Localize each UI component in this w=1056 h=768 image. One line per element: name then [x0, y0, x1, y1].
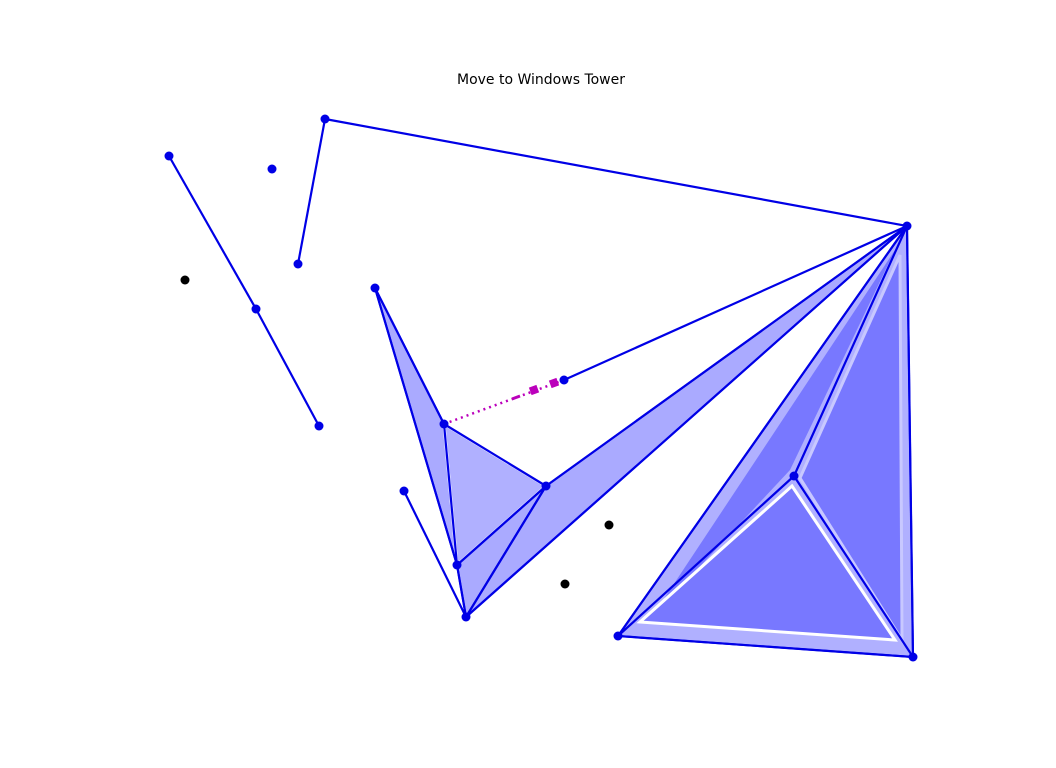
edge [168, 155, 257, 310]
edge [793, 475, 914, 658]
edges [168, 117, 915, 659]
tower-node-n14[interactable] [902, 221, 912, 231]
tower-node-n2[interactable] [267, 164, 277, 174]
tower-node-n12[interactable] [452, 560, 462, 570]
tower-node-n4[interactable] [293, 259, 303, 269]
move-arrow-segment [511, 394, 521, 401]
tower-node-n15[interactable] [789, 471, 799, 481]
edge [374, 287, 445, 425]
territory-fills [374, 222, 915, 659]
move-marker [528, 384, 540, 396]
tower-node-n11[interactable] [399, 486, 409, 496]
free-point-p1 [180, 275, 190, 285]
tower-node-n7[interactable] [370, 283, 380, 293]
tower-node-n9[interactable] [559, 375, 569, 385]
tower-node-n13[interactable] [461, 612, 471, 622]
move-marker [548, 377, 560, 389]
edge [905, 225, 915, 658]
nodes[interactable] [164, 114, 918, 662]
tower-node-n6[interactable] [314, 421, 324, 431]
tower-node-n16[interactable] [613, 631, 623, 641]
edge [442, 423, 459, 566]
territory-big-inner-right [798, 254, 904, 646]
tower-node-n17[interactable] [908, 652, 918, 662]
edge [373, 287, 459, 566]
move-indicator [443, 377, 565, 426]
edge [443, 423, 547, 487]
tower-node-n10[interactable] [541, 481, 551, 491]
edge [465, 485, 547, 618]
game-title: Move to Windows Tower [457, 72, 625, 88]
tower-node-n5[interactable] [251, 304, 261, 314]
free-point-p2 [604, 520, 614, 530]
edge [617, 225, 908, 637]
tower-node-n8[interactable] [439, 419, 449, 429]
move-path [443, 378, 565, 426]
free-point-p3 [560, 579, 570, 589]
edge [255, 308, 320, 427]
edge [617, 634, 914, 659]
territory-big-inner-left [650, 250, 895, 620]
tower-node-n1[interactable] [164, 151, 174, 161]
edge [456, 485, 547, 566]
edge [563, 224, 908, 382]
edge [296, 118, 327, 265]
edge [455, 564, 468, 618]
tower-node-n3[interactable] [320, 114, 330, 124]
edge [545, 225, 908, 487]
edge [617, 475, 795, 637]
edge [792, 225, 909, 477]
edge [324, 117, 908, 228]
free-points [180, 275, 614, 589]
edge [465, 225, 908, 618]
edge [403, 490, 467, 618]
territory-big-inner-bottom [636, 483, 898, 642]
